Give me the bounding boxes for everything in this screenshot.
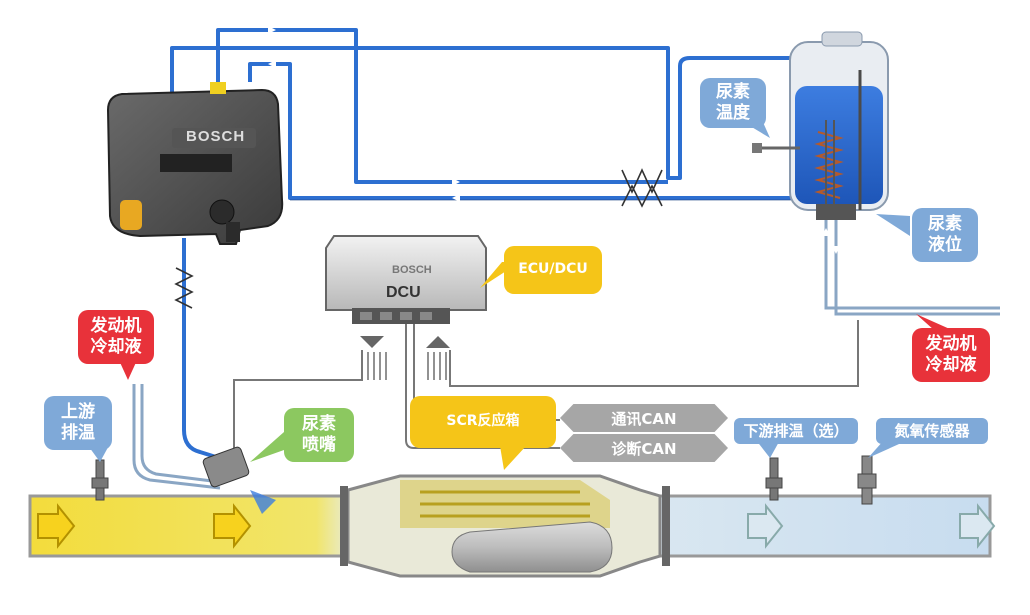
urea-level-line1: 尿素 [928, 213, 962, 234]
dcu-brand-label: BOSCH [392, 264, 432, 276]
urea-nozzle-callout: 尿素 喷嘴 [284, 408, 354, 462]
urea-temp-callout: 尿素 温度 [700, 78, 766, 128]
coolant-left-line1: 发动机 [90, 315, 142, 336]
coolant-left-callout: 发动机 冷却液 [78, 310, 154, 364]
urea-nozzle-line2: 喷嘴 [302, 435, 336, 455]
upstream-temp-line2: 排温 [61, 423, 95, 443]
upstream-temp-line1: 上游 [61, 401, 95, 422]
nox-sensor-callout: 氮氧传感器 [876, 418, 988, 444]
downstream-temp-sensor [765, 457, 783, 501]
coolant-right-callout: 发动机 冷却液 [912, 328, 990, 382]
coolant-left-line2: 冷却液 [90, 337, 142, 357]
downstream-temp-callout: 下游排温（选） [734, 418, 858, 444]
urea-level-callout: 尿素 液位 [912, 208, 978, 262]
coolant-right-line2: 冷却液 [925, 355, 977, 375]
urea-nozzle-body [202, 446, 276, 514]
nox-sensor-body [857, 455, 877, 505]
urea-level-line2: 液位 [928, 235, 962, 255]
urea-nozzle-line1: 尿素 [302, 413, 336, 434]
pump-brand-label: BOSCH [186, 128, 246, 145]
dcu-arrows [360, 336, 450, 380]
upstream-temp-callout: 上游 排温 [44, 396, 112, 450]
dosing-pump [106, 82, 284, 245]
nox-sensor-label: 氮氧传感器 [894, 421, 970, 440]
urea-temp-line2: 温度 [716, 103, 750, 123]
comm-can-tag: 通讯CAN [560, 404, 728, 432]
ecu-dcu-callout: ECU/DCU [504, 246, 602, 294]
upstream-temp-sensor [91, 459, 109, 501]
dcu-name-label: DCU [386, 284, 421, 301]
line-heater-coils [174, 168, 663, 309]
comm-can-label: 通讯CAN [611, 409, 677, 428]
downstream-temp-label: 下游排温（选） [743, 421, 849, 440]
diag-can-label: 诊断CAN [611, 439, 677, 458]
flow-arrows [268, 26, 460, 202]
scr-box-callout: SCR反应箱 [410, 396, 556, 448]
diag-can-tag: 诊断CAN [560, 434, 728, 462]
coolant-right-line1: 发动机 [925, 333, 977, 354]
dcu-unit [325, 235, 487, 324]
ecu-dcu-label: ECU/DCU [518, 261, 588, 278]
urea-temp-line1: 尿素 [716, 81, 750, 102]
exhaust-pipe [28, 384, 996, 578]
scr-box-label: SCR反应箱 [446, 413, 520, 430]
urea-tank [752, 31, 1000, 316]
